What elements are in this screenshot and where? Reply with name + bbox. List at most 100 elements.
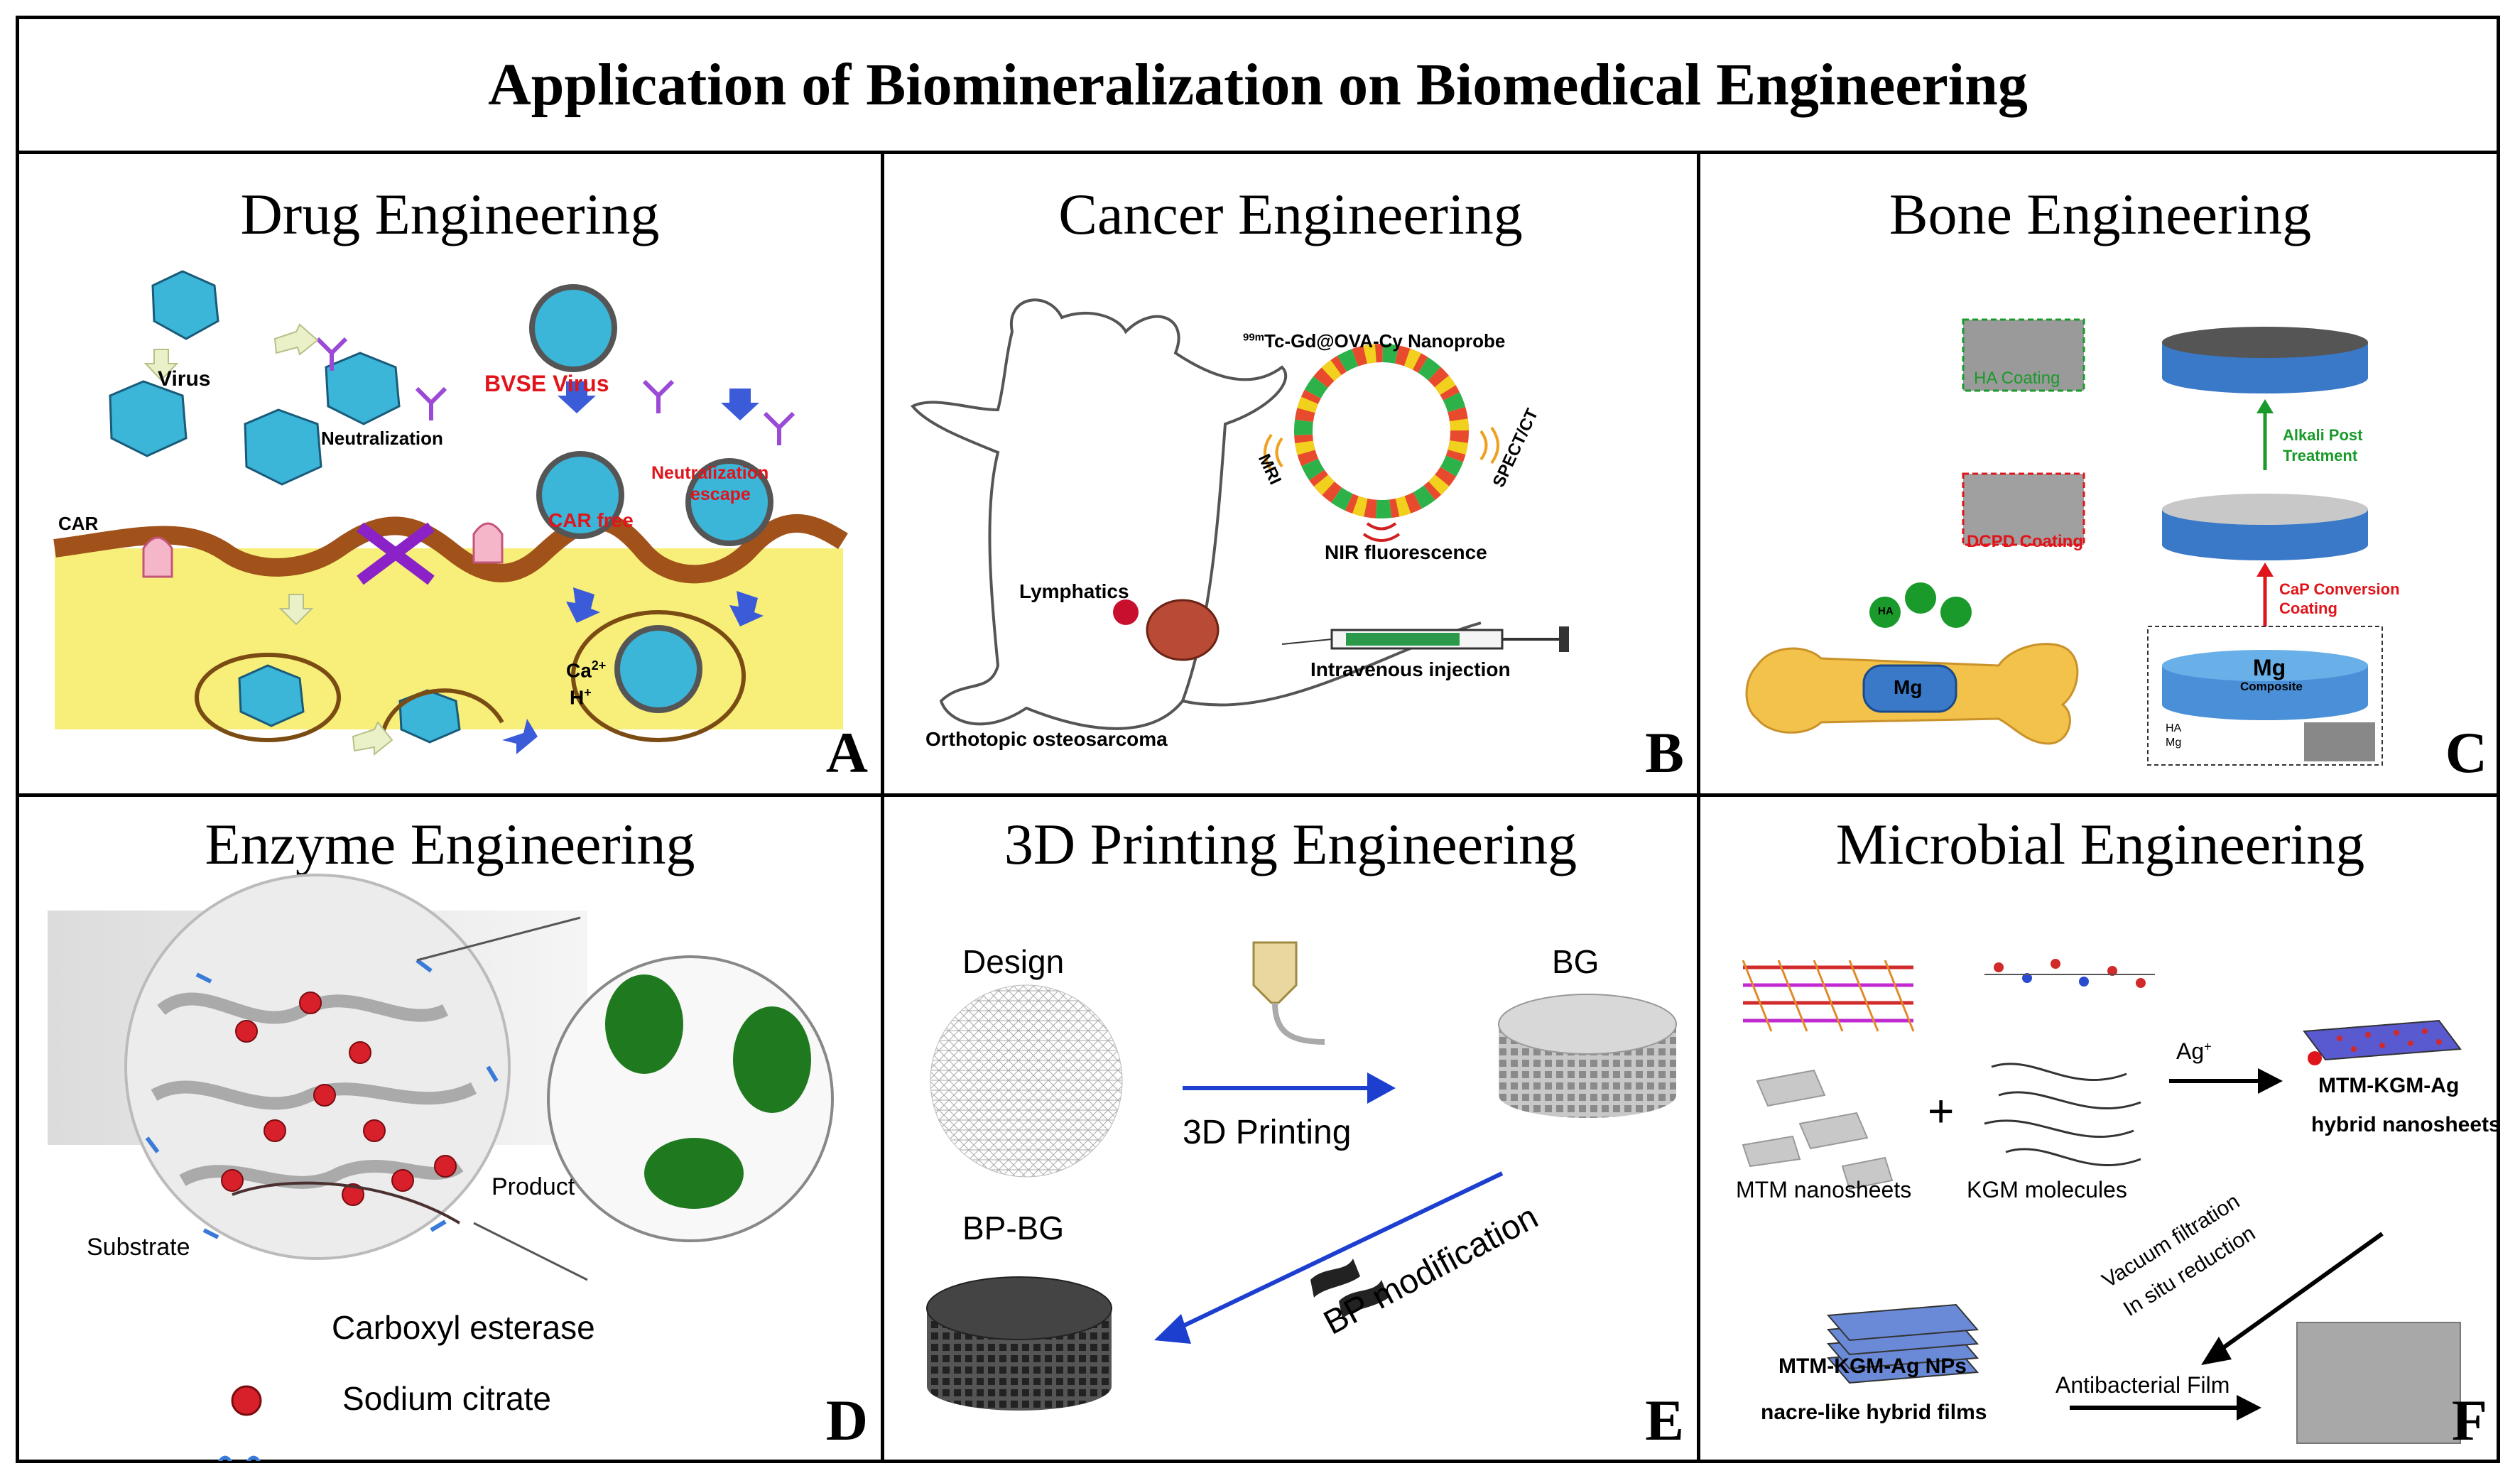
calcium-ion-label: Ca2+ (566, 658, 607, 682)
virus-icon (536, 451, 624, 539)
antibodies (315, 337, 795, 445)
carboxyl-esterase-legend-icon (231, 1385, 262, 1416)
panel-letter: E (1645, 1388, 1684, 1452)
bg-scaffold (1498, 994, 1677, 1118)
printing-engineering-illustration (926, 941, 1677, 1411)
alkali-label-line2: Treatment (2283, 447, 2358, 465)
disc-dcpd (2162, 494, 2368, 560)
plus-sign: + (1928, 1085, 1955, 1136)
nir-fluorescence-label: NIR fluorescence (1325, 541, 1487, 563)
figure-frame: Application of Biomineralization on Biom… (16, 16, 2500, 1463)
film-micrograph (2296, 1322, 2461, 1444)
car-free-label: CAR free (548, 509, 634, 531)
kgm-molecules (1984, 1063, 2141, 1167)
mg-implant (1862, 664, 1957, 713)
cap-label-line1: CaP Conversion (2279, 580, 2400, 598)
figure-title: Application of Biomineralization on Biom… (488, 52, 2028, 118)
hybrid-nanosheets-label: hybrid nanosheets (2311, 1113, 2500, 1136)
panel-letter: B (1645, 720, 1684, 785)
bone-engineering-illustration (1745, 318, 2383, 766)
nanoparticle-sphere (124, 874, 511, 1260)
panel-title: 3D Printing Engineering (1004, 812, 1577, 876)
nanoprobe-label: 99mTc-Gd@OVA-Cy Nanoprobe (1243, 330, 1506, 352)
substrate-label: Substrate (87, 1234, 190, 1261)
virus-icon (238, 664, 305, 727)
cancer-engineering-illustration (910, 298, 1569, 730)
injection-label: Intravenous injection (1310, 658, 1511, 680)
bp-bg-label: BP-BG (962, 1210, 1065, 1246)
neutralization-escape-label-line1: Neutralization (651, 463, 769, 483)
enzyme-engineering-illustration (48, 874, 834, 1461)
virus-icon (614, 625, 702, 713)
virus-icon (685, 458, 773, 546)
virus-icon (325, 352, 401, 425)
divider-vertical-2 (1697, 151, 1700, 1460)
hydrogen-ion-label: H+ (570, 685, 592, 709)
antibacterial-film-label: Antibacterial Film (2055, 1372, 2230, 1398)
nacre-label: nacre-like hybrid films (1761, 1401, 1987, 1424)
panel-title: Cancer Engineering (1058, 182, 1523, 246)
panel-letter: F (2451, 1388, 2487, 1452)
cell-membrane (53, 511, 848, 584)
bg-label: BG (1552, 943, 1600, 980)
disc-mg-composite (2162, 650, 2368, 720)
mtm-crystal (1742, 960, 1915, 1032)
title-bar: Application of Biomineralization on Biom… (19, 19, 2497, 154)
zoom-line-bottom (473, 1222, 588, 1281)
ha-spheres (1869, 582, 1972, 628)
bp-sheets (1310, 1259, 1389, 1319)
kgm-molecules-label: KGM molecules (1967, 1177, 2127, 1202)
disc-ha (2162, 327, 2368, 393)
tumor (1146, 599, 1220, 661)
silver-ion-label: Ag+ (2176, 1038, 2212, 1064)
sodium-citrate-label: Sodium citrate (342, 1380, 552, 1417)
virus-icon (529, 284, 617, 372)
nps-label: MTM-KGM-Ag NPs (1778, 1354, 1967, 1378)
vesicles (195, 610, 746, 742)
divider-vertical-1 (881, 151, 884, 1460)
bp-bg-scaffold (926, 1276, 1112, 1411)
enzyme-clusters (605, 974, 811, 1209)
composite-inset-box (2147, 626, 2383, 766)
composite-micrograph (2304, 722, 2375, 761)
ha-sphere-label: HA (1878, 605, 1894, 617)
printing-label: 3D Printing (1183, 1114, 1352, 1151)
blocked-x-mark (357, 522, 435, 585)
citrate-marks (145, 958, 499, 1239)
kgm-molecule-model (1984, 959, 2155, 988)
virus-icon (109, 380, 188, 457)
panel-letter: C (2445, 720, 2487, 785)
filtration-arrow (2217, 1232, 2384, 1353)
ha-coating-label: HA Coating (1974, 369, 2060, 388)
dcpd-coating-label: DCPD Coating (1967, 532, 2083, 551)
microbial-engineering-illustration (1742, 959, 2462, 1444)
dcpd-coating-micrograph (1962, 472, 2085, 546)
mtm-kgm-ag-label: MTM-KGM-Ag (2318, 1074, 2460, 1097)
printer-nozzle (1252, 941, 1298, 1004)
bvse-virus-label: BVSE Virus (484, 371, 609, 396)
neutralization-label: Neutralization (321, 428, 443, 449)
panel-title: Drug Engineering (240, 182, 660, 246)
virus-label: Virus (158, 367, 211, 391)
bvse-virus-particles (529, 284, 773, 713)
panel-microbial-engineering: Microbial Engineering (1700, 797, 2500, 1461)
virus-icon (151, 270, 219, 340)
panel-bone-engineering: Bone Engineering (1700, 154, 2500, 793)
silver-ion-dot (2308, 1051, 2322, 1065)
carboxyl-esterase-label: Carboxyl esterase (332, 1309, 595, 1346)
neutralization-escape-label-line2: escape (690, 484, 751, 504)
car-label: CAR (58, 513, 99, 534)
signal-waves (1264, 426, 1499, 542)
legend-ha: HA (2166, 722, 2182, 734)
nacre-film-stack (1826, 1303, 1979, 1384)
panel-title: Enzyme Engineering (205, 812, 695, 876)
panel-title: Microbial Engineering (1835, 812, 2365, 876)
ha-coating-micrograph (1962, 318, 2085, 392)
panel-3d-printing-engineering: 3D Printing Engineering (884, 797, 1697, 1461)
hybrid-nanosheet (2303, 1019, 2462, 1061)
osteosarcoma-label: Orthotopic osteosarcoma (925, 728, 1168, 750)
enzyme-spheres (221, 992, 457, 1206)
panel-enzyme-engineering: Enzyme Engineering (19, 797, 881, 1461)
panel-cancer-engineering: Cancer Engineering (884, 154, 1697, 793)
zoom-line-top (416, 916, 581, 962)
